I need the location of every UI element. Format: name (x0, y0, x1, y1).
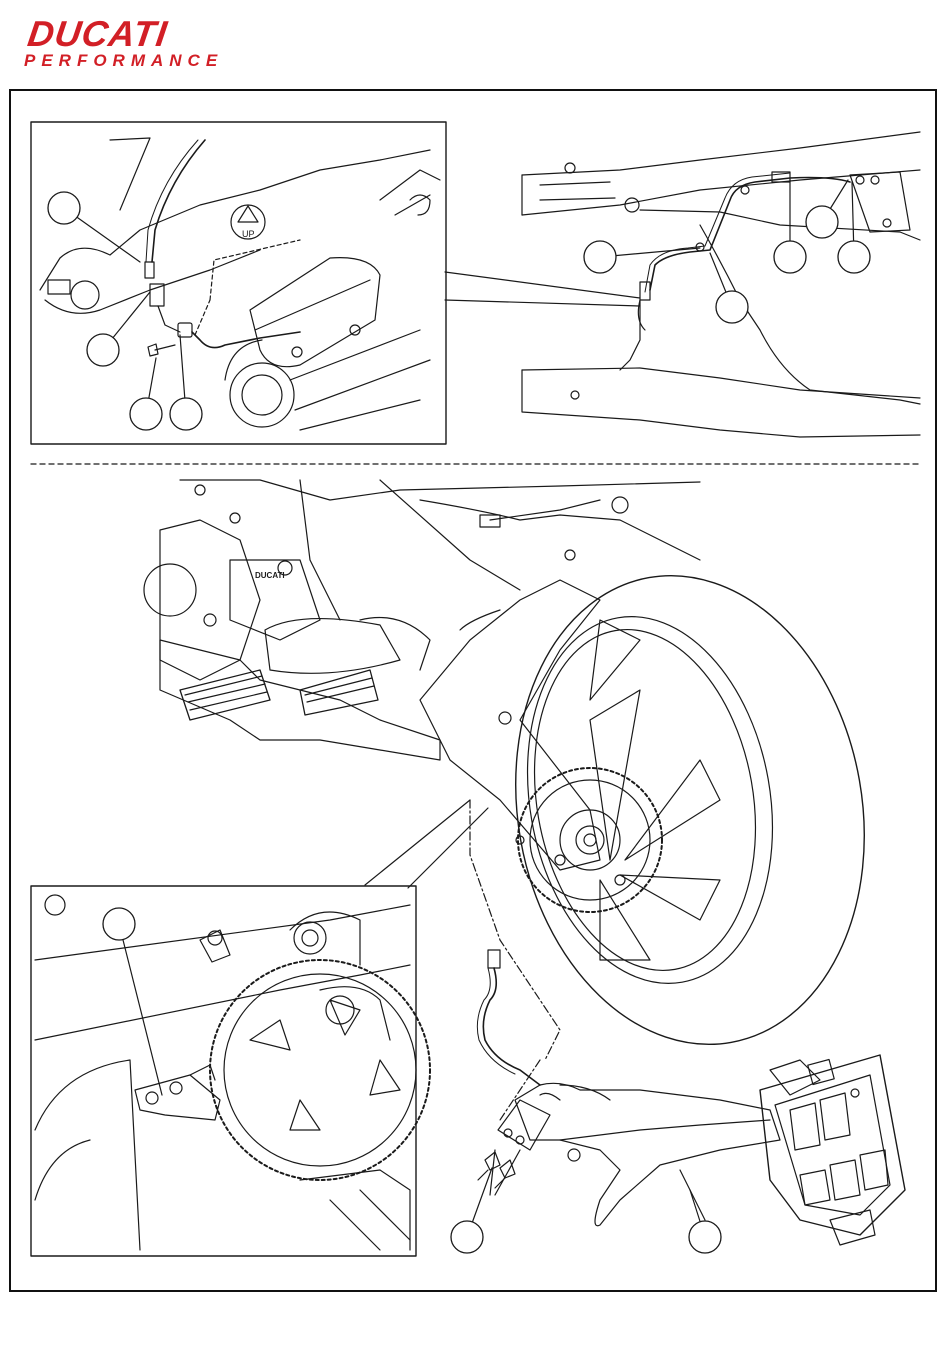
detail-panel-cable-routing: UP (31, 122, 446, 444)
sensor-pad-assembly (477, 950, 905, 1245)
callout-circle (130, 398, 162, 430)
callout-circle (774, 241, 806, 273)
callout-circle (806, 206, 838, 238)
svg-text:UP: UP (242, 229, 255, 239)
callout-circle (689, 1221, 721, 1253)
callout-circle (48, 192, 80, 224)
callout-circle (451, 1221, 483, 1253)
callout-circle (103, 908, 135, 940)
callout-circle (716, 291, 748, 323)
callout-circle (584, 241, 616, 273)
swingarm-overview-panel (445, 132, 920, 437)
callout-leader-line (119, 924, 162, 1095)
rear-wheel-assembly: DUCATI (144, 480, 900, 1072)
mounting-detail-panel (31, 886, 430, 1256)
callout-circle (87, 334, 119, 366)
callout-circle (838, 241, 870, 273)
callout-circle (170, 398, 202, 430)
